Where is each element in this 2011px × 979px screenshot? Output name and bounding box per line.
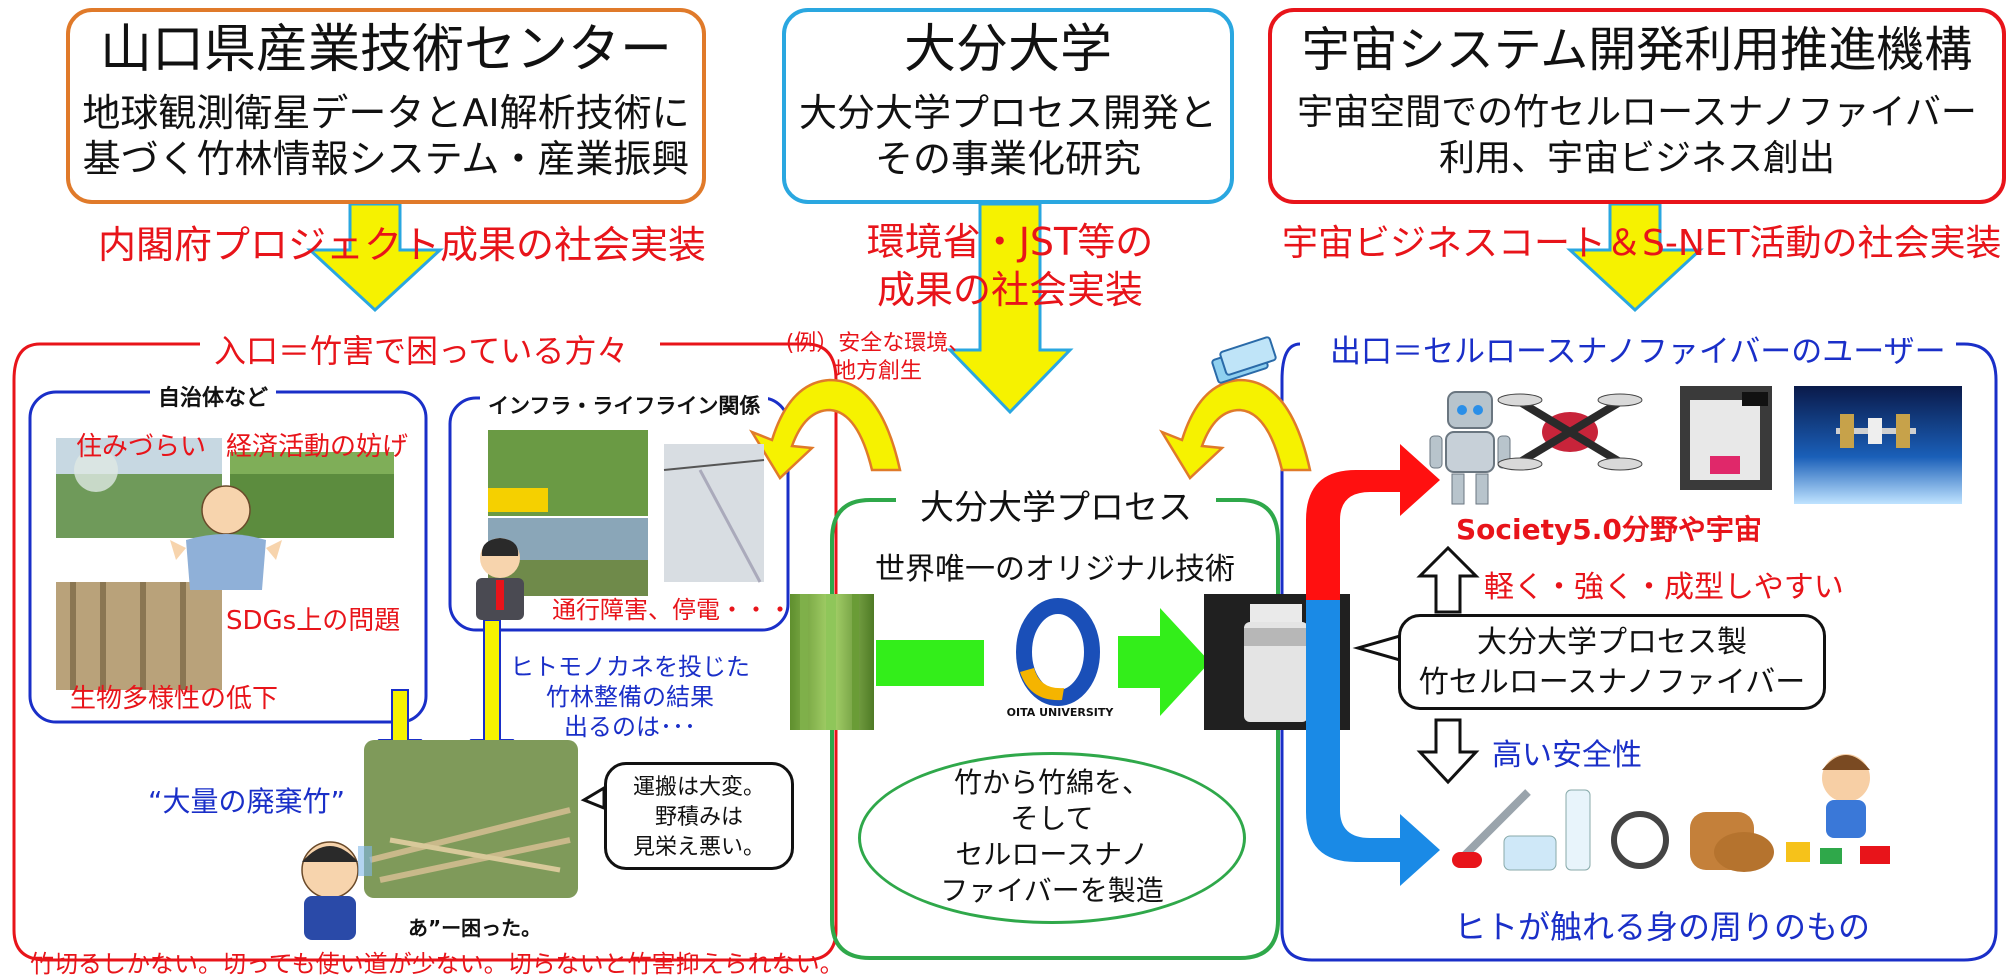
- example-line2: 地方創生: [833, 359, 922, 384]
- 3d-printer-icon: [1680, 386, 1772, 490]
- speech-line2: 野積みは: [654, 805, 743, 830]
- red-arrow-up: [1306, 444, 1440, 600]
- yamaguchi-box: 山口県産業技術センター 地球観測衛星データとAI解析技術に 基づく竹林情報システ…: [66, 8, 706, 204]
- process-bubble-line2: そして: [1010, 802, 1094, 835]
- process-bubble-line4: ファイバーを製造: [940, 874, 1164, 907]
- municipality-title: 自治体など: [150, 380, 277, 412]
- speech-line1: 運搬は大変。: [632, 775, 765, 800]
- businessman-icon: [476, 538, 524, 620]
- yamaguchi-line2: 基づく竹林情報システム・産業振興: [82, 137, 690, 181]
- yellow-arrow-right: [1566, 202, 1704, 313]
- economic-bamboo-photo: [230, 452, 394, 538]
- oita-box: 大分大学 大分大学プロセス開発と その事業化研究: [782, 8, 1234, 204]
- left-bottom-note: 竹切るしかない。切っても使い道が少ない。切らないと竹害抑えられない。: [30, 950, 844, 978]
- space-box: 宇宙システム開発利用推進機構 宇宙空間での竹セルロースナノファイバー 利用、宇宙…: [1268, 8, 2006, 204]
- light-strong-label: 軽く・強く・成型しやすい: [1484, 570, 1844, 605]
- center-arrow-label-line1: 環境省・JST等の: [866, 220, 1154, 264]
- investment-note: ヒトモノカネを投じた 竹林整備の結果 出るのは･･･: [502, 652, 758, 742]
- space-title: 宇宙システム開発利用推進機構: [1301, 22, 1973, 78]
- high-safety-label: 高い安全性: [1492, 738, 1642, 773]
- oita-university-logo-icon: [1016, 598, 1100, 706]
- curved-arrow-left: [748, 378, 902, 480]
- worried-man-icon: [170, 485, 282, 590]
- tag-sdgs-problem: SDGs上の問題: [226, 606, 401, 636]
- robot-icon: [1429, 391, 1511, 505]
- yellow-arrow-left: [306, 202, 444, 313]
- biodiversity-bamboo-photo: [56, 582, 222, 690]
- tag-hard-to-live: 住みづらい: [76, 432, 207, 462]
- investment-note-line2: 竹林整備の結果: [546, 683, 714, 711]
- center-panel-frame: [830, 498, 1280, 960]
- right-panel-title: 出口＝セルロースナノファイバーのユーザー: [1320, 326, 1956, 371]
- space-line1: 宇宙空間での竹セルロースナノファイバー: [1297, 92, 1977, 133]
- curved-arrow-right: [1158, 378, 1312, 480]
- transport-speech-bubble: 運搬は大変。 野積みは 見栄え悪い。: [604, 762, 794, 870]
- waste-bamboo-label: “大量の廃棄竹”: [148, 785, 346, 818]
- hollow-arrow-down: [1416, 718, 1480, 785]
- investment-note-line3: 出るのは･･･: [564, 713, 696, 741]
- yamaguchi-line1: 地球観測衛星データとAI解析技術に: [82, 91, 690, 135]
- oita-title: 大分大学: [903, 20, 1112, 80]
- right-panel-frame: [1280, 342, 1998, 962]
- residential-bamboo-photo: [56, 438, 222, 538]
- cnf-product-line2: 竹セルロースナノファイバー: [1418, 665, 1806, 700]
- speech-line3: 見栄え悪い。: [632, 835, 765, 860]
- space-line2: 利用、宇宙ビジネス創出: [1438, 138, 1835, 179]
- waste-bamboo-photo: [364, 740, 578, 898]
- investment-note-line1: ヒトモノカネを投じた: [510, 653, 750, 681]
- left-panel-frame: [12, 342, 838, 962]
- left-arrow-label: 内閣府プロジェクト成果の社会実装: [98, 223, 707, 267]
- green-bar: [876, 640, 984, 686]
- tag-traffic-outage: 通行障害、停電・・・: [552, 596, 792, 624]
- right-arrow-label: 宇宙ビジネスコート＆S-NET活動の社会実装: [1282, 223, 2002, 264]
- hollow-arrow-up: [1416, 545, 1480, 614]
- drone-icon: [1497, 393, 1643, 471]
- daily-items-label: ヒトが触れる身の周りのもの: [1454, 908, 1871, 946]
- speech-tail-2: [1352, 634, 1401, 662]
- green-arrow: [1118, 608, 1210, 716]
- trouble-label: あ”ー困った。: [408, 916, 542, 940]
- money-icon: [1211, 336, 1277, 384]
- oita-line1: 大分大学プロセス開発と: [798, 91, 1217, 135]
- snow-powerline-photo: [663, 444, 765, 583]
- left-panel-title: 入口＝竹害で困っている方々: [204, 326, 639, 372]
- process-bubble: 竹から竹綿を、 そして セルロースナノ ファイバーを製造: [858, 752, 1246, 924]
- cnf-product-bubble: 大分大学プロセス製 竹セルロースナノファイバー: [1398, 614, 1826, 710]
- yamaguchi-title: 山口県産業技術センター: [99, 20, 672, 80]
- cnf-product-line1: 大分大学プロセス製: [1477, 625, 1747, 660]
- center-arrow-label-line2: 成果の社会実装: [876, 268, 1143, 312]
- center-arrow-label: 環境省・JST等の 成果の社会実装: [840, 218, 1180, 314]
- speech-tail-1: [580, 785, 606, 811]
- infrastructure-title: インフラ・ライフライン関係: [480, 390, 769, 420]
- process-bubble-line1: 竹から竹綿を、: [953, 766, 1150, 799]
- example-label: (例）安全な環境、 地方創生: [778, 330, 978, 386]
- bamboo-photo: [790, 594, 874, 730]
- process-bubble-line3: セルロースナノ: [955, 838, 1149, 871]
- yellow-arrow-center: [946, 202, 1074, 415]
- oita-line2: その事業化研究: [874, 137, 1141, 181]
- example-line1: (例）安全な環境、: [785, 331, 971, 356]
- oita-process-subtitle: 世界唯一のオリジナル技術: [875, 552, 1235, 587]
- tag-economic-obstacle: 経済活動の妨げ: [226, 432, 409, 462]
- troubled-man-icon: [301, 841, 372, 940]
- tag-biodiversity: 生物多様性の低下: [70, 684, 279, 714]
- daily-items-icon: [1452, 789, 1774, 872]
- child-toys-icon: [1786, 754, 1890, 864]
- oita-process-title: 大分大学プロセス: [896, 480, 1216, 529]
- oita-university-logo-text: OITA UNIVERSITY: [1006, 706, 1114, 719]
- space-station-photo: [1794, 386, 1962, 504]
- blue-arrow-down: [1306, 600, 1440, 886]
- society-label: Society5.0分野や宇宙: [1456, 513, 1762, 546]
